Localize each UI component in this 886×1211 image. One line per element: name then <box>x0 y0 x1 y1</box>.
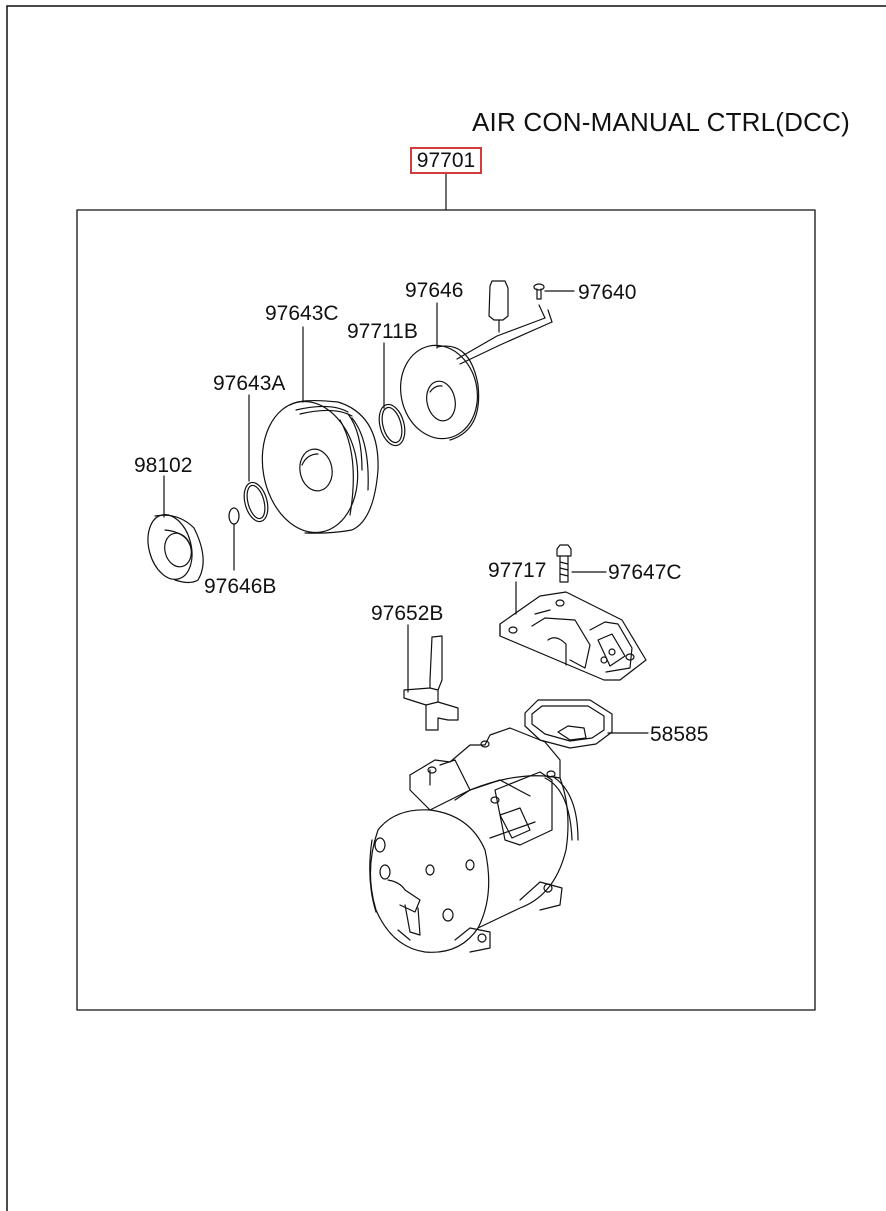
part-label-97652B[interactable]: 97652B <box>371 602 444 625</box>
part-label-97711B[interactable]: 97711B <box>347 320 418 343</box>
compressor-body <box>369 727 579 953</box>
part-label-97647C[interactable]: 97647C <box>608 561 682 584</box>
part-label-98102[interactable]: 98102 <box>134 454 193 477</box>
part-label-97646B[interactable]: 97646B <box>204 575 277 598</box>
part-label-58585[interactable]: 58585 <box>650 723 709 746</box>
bolt-97647C <box>556 544 607 583</box>
part-label-97646[interactable]: 97646 <box>405 279 464 302</box>
part-label-97640[interactable]: 97640 <box>578 281 637 304</box>
part-label-97643C[interactable]: 97643C <box>265 302 339 325</box>
snap-ring-97711B <box>378 403 406 447</box>
assembly-box <box>76 209 816 1011</box>
gasket-58585 <box>524 699 649 749</box>
bracket-97717 <box>499 591 647 681</box>
coil-connector <box>456 280 553 365</box>
diagram-title: AIR CON-MANUAL CTRL(DCC) <box>472 107 850 137</box>
ring-97646B <box>228 507 240 525</box>
screw-97640 <box>533 283 575 300</box>
ring-97643A <box>243 481 269 523</box>
part-label-97643A[interactable]: 97643A <box>213 372 286 395</box>
pulley-97643C <box>261 399 379 534</box>
assembly-part-callout[interactable]: 97701 <box>410 147 482 174</box>
plate-98102 <box>147 514 204 584</box>
bracket-97652B <box>403 635 459 731</box>
part-label-97717[interactable]: 97717 <box>488 559 547 582</box>
field-coil <box>399 344 480 441</box>
